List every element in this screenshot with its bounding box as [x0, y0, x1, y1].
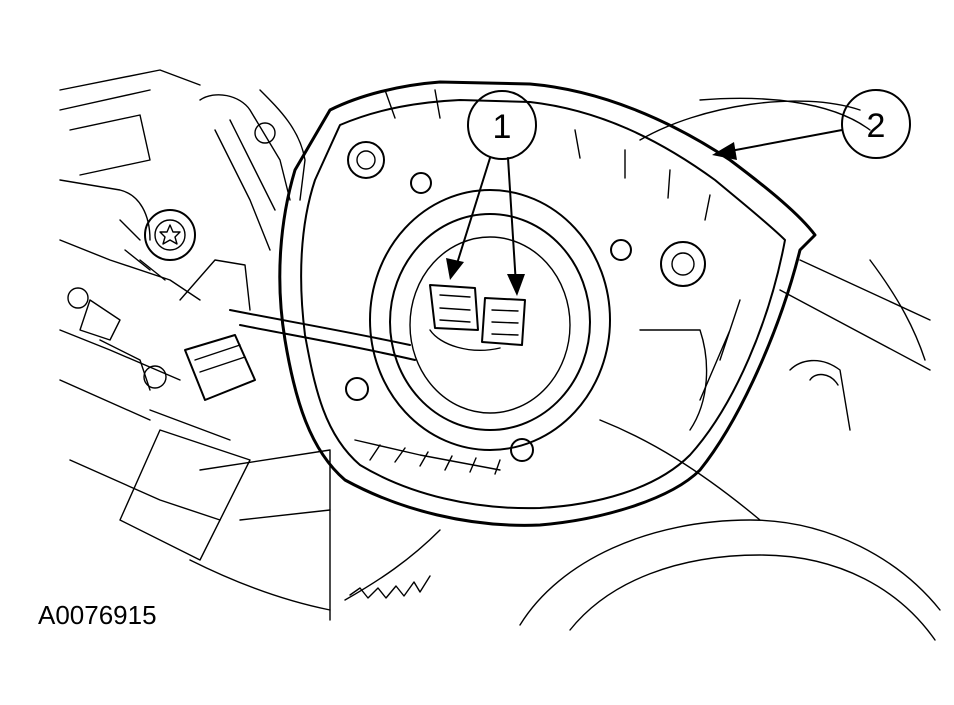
svg-text:2: 2 [867, 107, 886, 145]
callout-2: 2 [712, 89, 911, 160]
figure-id-label: A0076915 [38, 600, 157, 630]
steering-wheel-background [519, 97, 941, 641]
clockspring-opening [369, 189, 611, 451]
torx-bolt [144, 209, 196, 261]
airbag-connector [429, 284, 526, 351]
callout-1: 1 [446, 90, 537, 296]
airbag-module [278, 80, 817, 527]
wiring-connector [179, 259, 416, 401]
torx-screw [67, 122, 276, 389]
gear-teeth [344, 529, 441, 601]
svg-text:1: 1 [493, 108, 512, 146]
column-mechanism-left [59, 69, 331, 621]
